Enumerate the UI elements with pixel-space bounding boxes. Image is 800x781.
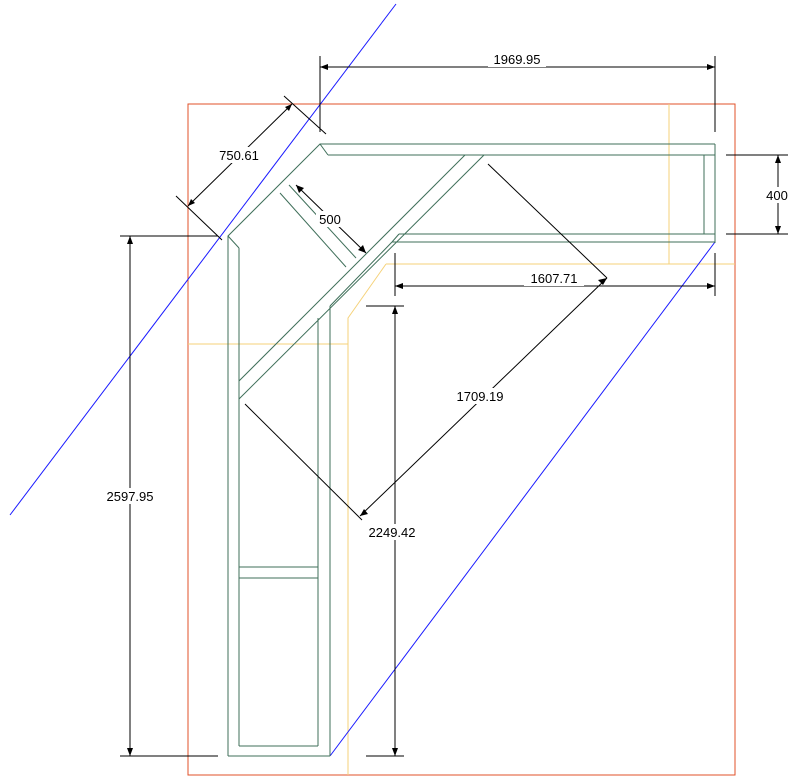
dim-total-height: 2597.95 bbox=[107, 489, 154, 504]
construction-lines bbox=[9, 3, 716, 757]
dim-diagonal-length: 2249.42 bbox=[369, 525, 416, 540]
dim-top-width: 1969.95 bbox=[494, 52, 541, 67]
dim-cross-diagonal: 1709.19 bbox=[457, 389, 504, 404]
guide-lines bbox=[188, 104, 735, 775]
dim-member-width: 500 bbox=[319, 212, 341, 227]
dim-diagonal-offset: 750.61 bbox=[219, 148, 259, 163]
dim-inner-length: 1607.71 bbox=[531, 271, 578, 286]
dimension-labels: 1969.95 750.61 500 400 1607.71 1709.19 2… bbox=[100, 51, 792, 540]
sheet-border bbox=[187, 103, 736, 776]
dimension-arrows bbox=[127, 64, 781, 756]
frame-members bbox=[227, 143, 716, 757]
dim-end-height: 400 bbox=[766, 188, 788, 203]
